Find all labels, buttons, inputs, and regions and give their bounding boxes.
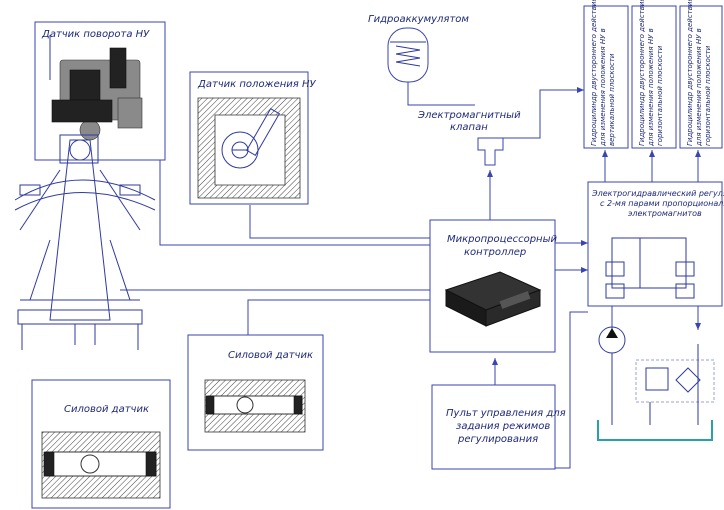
hydraulic-supply (598, 327, 714, 440)
force-sensor-box-2: Силовой датчик (188, 335, 323, 450)
svg-text:Гидроцилиндр двустороннего дей: Гидроцилиндр двустороннего действия (686, 0, 694, 146)
cylinder-box-1: Гидроцилиндр двустороннего действия для … (584, 0, 628, 148)
solenoid-valve-icon (478, 138, 503, 165)
force-sensor-1-icon (42, 432, 160, 498)
cylinder-box-3: Гидроцилиндр двустороннего действия для … (680, 0, 722, 148)
hydro-accumulator: Гидроаккумулятом (368, 14, 469, 82)
svg-text:Гидроцилиндр двустороннего дей: Гидроцилиндр двустороннего действия (638, 0, 646, 146)
force-sensor-2-icon (205, 380, 305, 432)
force-sensor-box-1: Силовой датчик (32, 380, 170, 508)
svg-text:вертикальной плоскости: вертикальной плоскости (608, 53, 616, 146)
position-sensor-box: Датчик положения НУ (190, 72, 316, 204)
rotation-sensor-box: Датчик поворота НУ (35, 22, 165, 160)
hydraulic-tank-icon (598, 420, 712, 440)
controller-box: Микропроцессорный контроллер (430, 220, 557, 352)
svg-text:горизонтальной плоскости: горизонтальной плоскости (656, 45, 664, 146)
svg-text:Гидроцилиндр двустороннего дей: Гидроцилиндр двустороннего действия (590, 0, 598, 146)
svg-text:регулирования: регулирования (457, 434, 538, 445)
svg-text:контроллер: контроллер (464, 247, 526, 258)
regulator-box: Электрогидравлический регулятор с 2-мя п… (588, 182, 724, 306)
svg-text:Электрогидравлический регулято: Электрогидравлический регулятор (591, 189, 724, 198)
svg-text:для изменения положения НУ в: для изменения положения НУ в (647, 28, 655, 147)
svg-text:Микропроцессорный: Микропроцессорный (447, 234, 557, 245)
svg-text:Силовой датчик: Силовой датчик (64, 404, 149, 415)
svg-text:Пульт управления для: Пульт управления для (446, 408, 566, 419)
svg-text:для изменения положения НУ в: для изменения положения НУ в (695, 28, 703, 147)
control-panel-box: Пульт управления для задания режимов рег… (432, 385, 566, 469)
cylinder-box-2: Гидроцилиндр двустороннего действия для … (632, 0, 676, 148)
svg-text:горизонтальной плоскости: горизонтальной плоскости (704, 45, 712, 146)
svg-text:электромагнитов: электромагнитов (628, 209, 702, 218)
solenoid-valve-label-2: клапан (450, 122, 488, 133)
position-sensor-label: Датчик положения НУ (197, 79, 316, 90)
svg-text:Силовой датчик: Силовой датчик (228, 350, 313, 361)
svg-text:с 2-мя парами пропорциональных: с 2-мя парами пропорциональных (600, 199, 724, 208)
solenoid-valve-label-1: Электромагнитный (417, 110, 521, 121)
svg-text:задания режимов: задания режимов (456, 421, 550, 432)
rotation-sensor-label: Датчик поворота НУ (41, 29, 150, 40)
hydro-accumulator-label: Гидроаккумулятом (368, 14, 469, 25)
filter-icon (676, 368, 700, 392)
svg-text:для изменения положения НУ в: для изменения положения НУ в (599, 28, 607, 147)
